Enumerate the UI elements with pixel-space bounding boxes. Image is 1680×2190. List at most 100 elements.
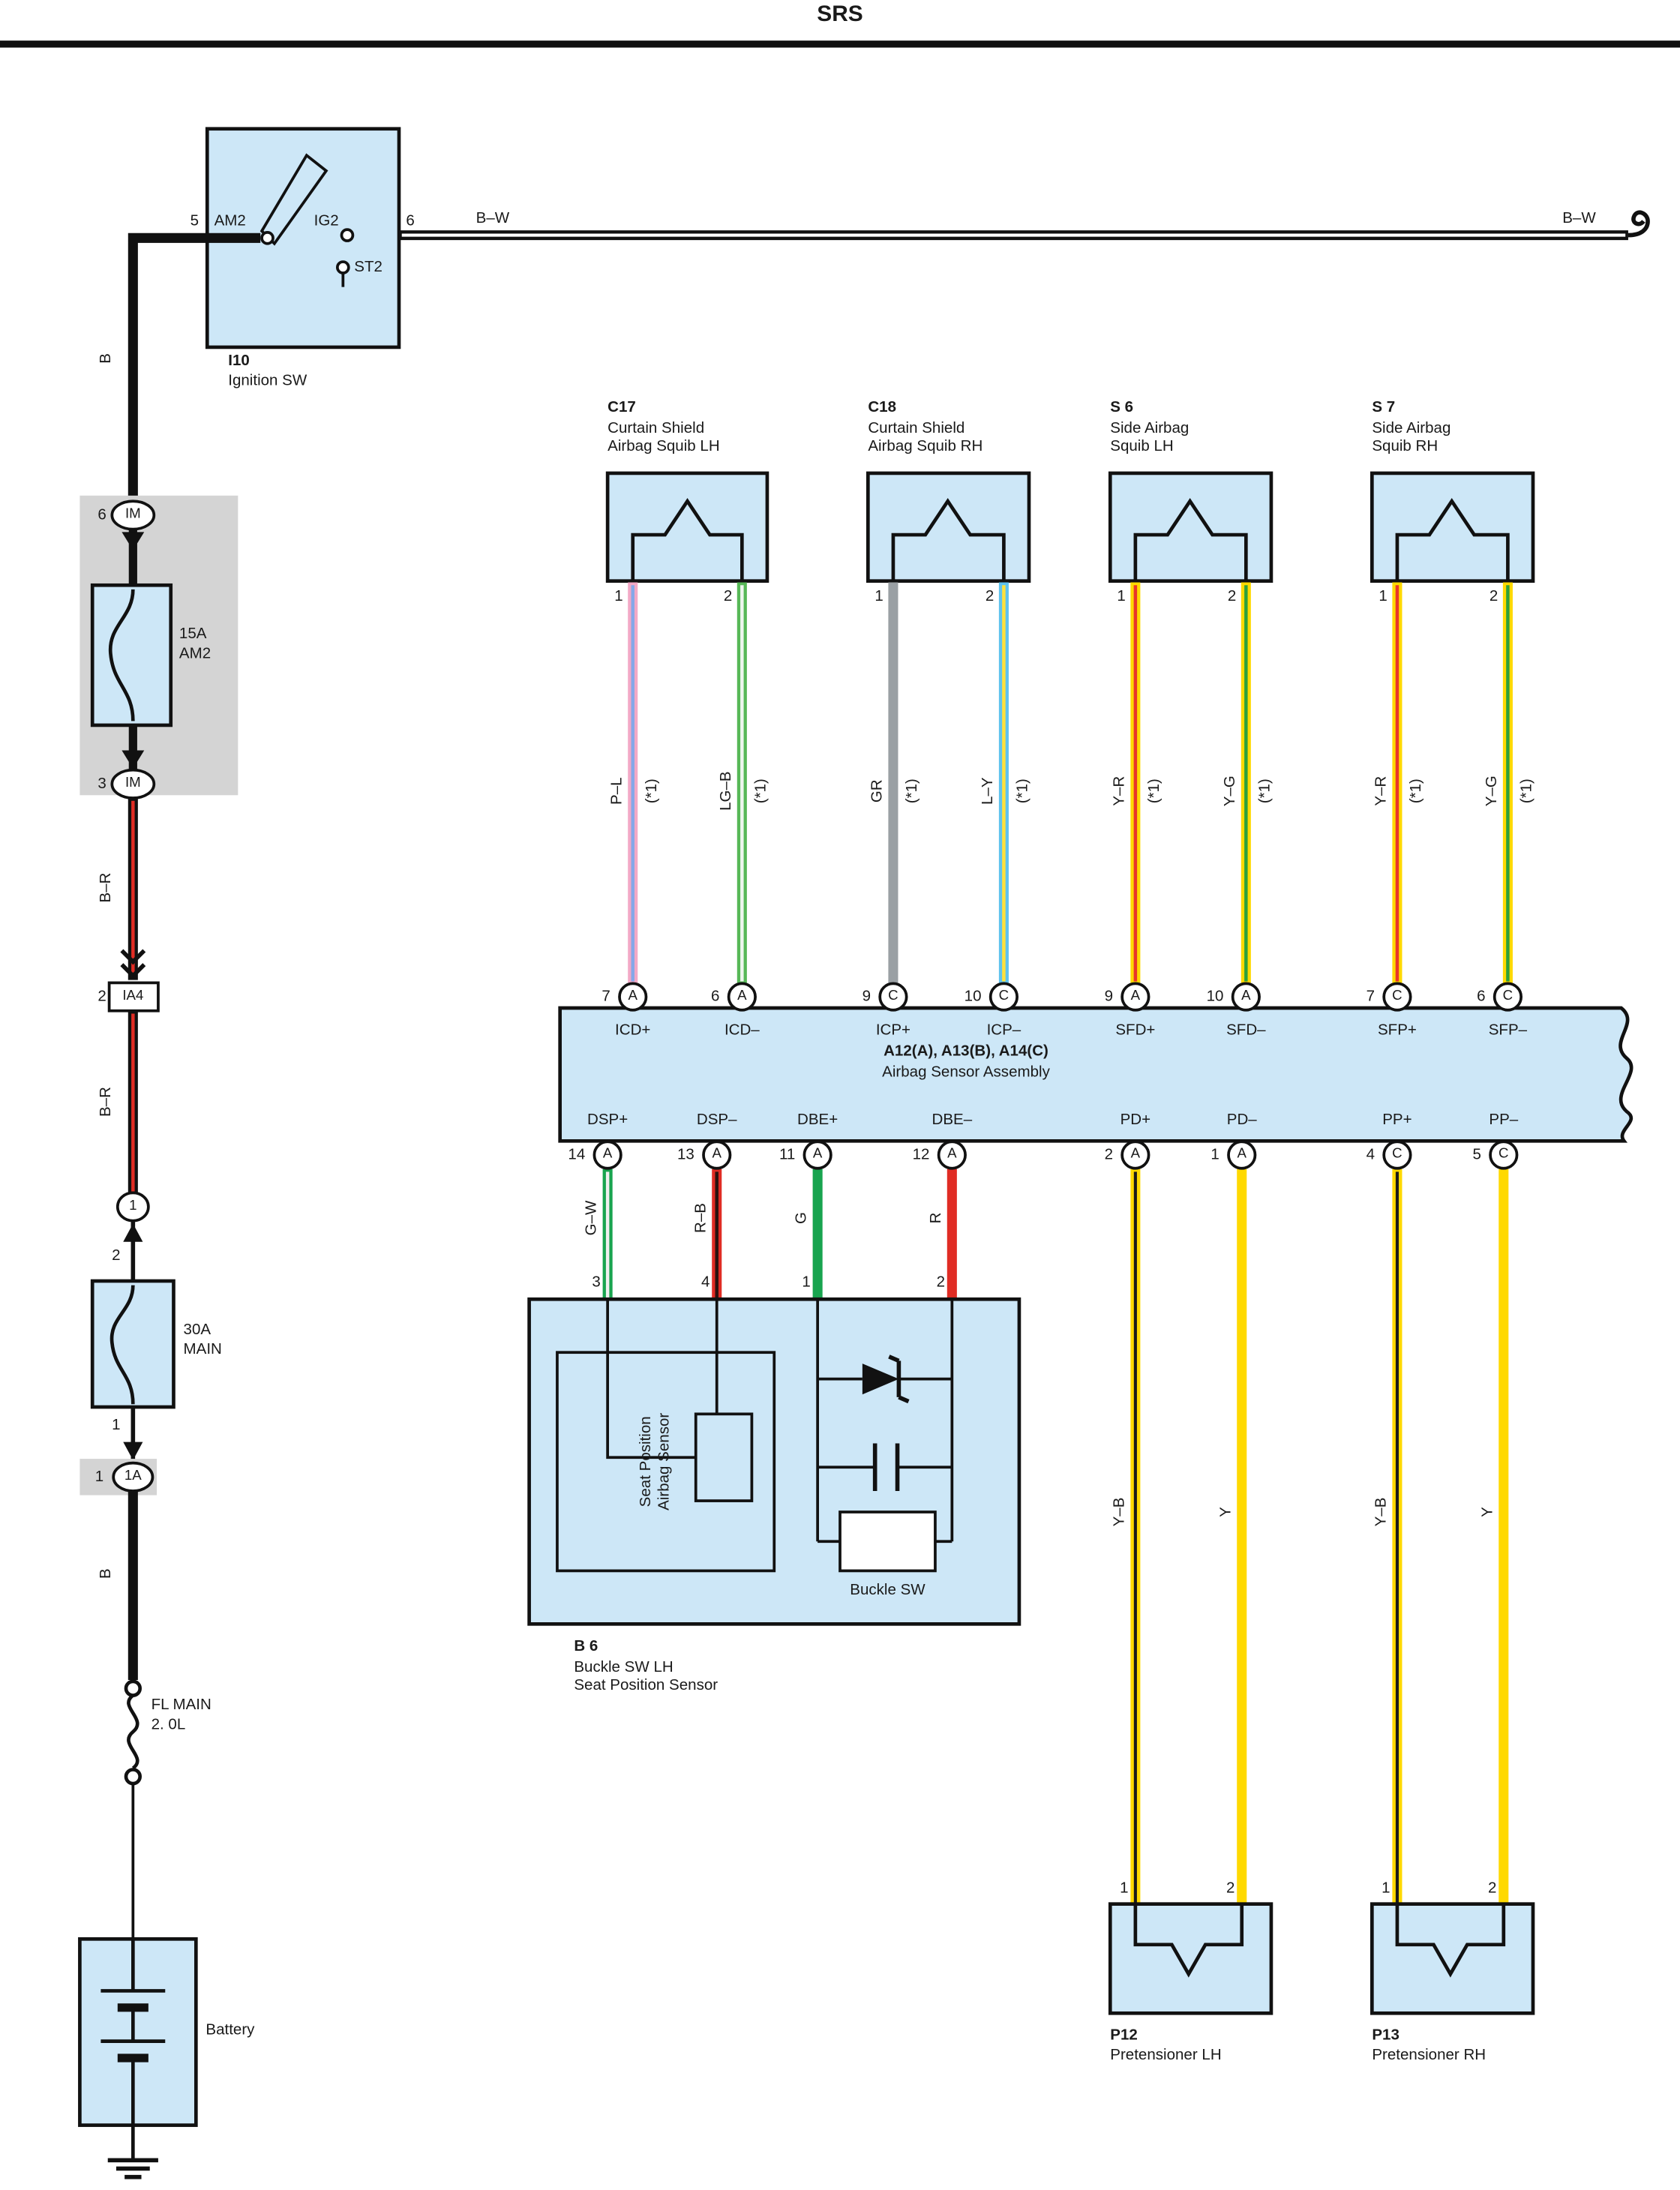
connector-ia4 <box>107 981 160 1012</box>
fusible-link-name: FL MAIN <box>151 1696 212 1714</box>
component-name: Side Airbag <box>1372 420 1451 437</box>
component-name: Squib LH <box>1110 438 1174 455</box>
arrow-icon <box>122 532 145 550</box>
label-line: Seat Position <box>638 1416 655 1508</box>
signal-label: ICD+ <box>615 1022 651 1040</box>
wire-color-label: Y–R <box>1372 776 1390 806</box>
signal-label: DSP– <box>696 1112 737 1129</box>
pin-number: 10 <box>964 988 982 1006</box>
battery-feed-rail <box>78 495 238 2180</box>
pin-number: 6 <box>1477 988 1486 1006</box>
wire-color-label: G–W <box>583 1200 601 1236</box>
signal-label: DBE+ <box>797 1112 838 1129</box>
signal-label: DSP+ <box>587 1112 628 1129</box>
fuse-rating: 15A <box>178 626 207 643</box>
signal-label: PP– <box>1489 1112 1519 1129</box>
terminal-label-am2: AM2 <box>214 212 246 230</box>
fuse-icon <box>108 589 135 722</box>
wire-color-label: GR <box>868 779 886 803</box>
signal-label: PP+ <box>1382 1112 1412 1129</box>
component-id: P12 <box>1110 2026 1138 2044</box>
connector-letter: A <box>1237 1146 1246 1162</box>
squib-icon <box>891 498 1006 581</box>
wire-color-label: B–W <box>476 210 510 227</box>
fuse-name: MAIN <box>183 1341 222 1358</box>
connector-letter: A <box>712 1146 722 1162</box>
pin-number: 1 <box>802 1274 811 1292</box>
pin-number: 7 <box>602 988 610 1006</box>
assembly-top-connectors <box>618 982 1523 1012</box>
connector-letter: A <box>947 1146 957 1162</box>
connector-letter: A <box>812 1146 823 1162</box>
component-name: Pretensioner RH <box>1372 2047 1486 2064</box>
pin-number: 1 <box>874 588 884 605</box>
connector-label: IM <box>124 776 141 791</box>
wire-end-curl-icon <box>1628 210 1650 238</box>
b6-box <box>527 1297 1022 1626</box>
arrow-icon <box>122 750 145 769</box>
wire-color-label: B <box>98 353 115 364</box>
wire-note: (*1) <box>1256 778 1274 804</box>
pin-number: 1 <box>614 588 623 605</box>
pin-number: 4 <box>700 1274 710 1292</box>
squib-s6-box <box>1108 471 1274 584</box>
battery-box <box>78 1937 198 2127</box>
component-id: C17 <box>608 399 636 416</box>
connector-letter: A <box>602 1146 613 1162</box>
squib-c18-box <box>866 471 1031 584</box>
battery-label: Battery <box>206 2021 255 2038</box>
pin-number: 9 <box>862 988 872 1006</box>
signal-label: SFD– <box>1226 1022 1266 1040</box>
pin-number: 2 <box>1489 588 1498 605</box>
component-name: Curtain Shield <box>608 420 705 437</box>
pin-number: 4 <box>1366 1146 1376 1164</box>
signal-label: SFP+ <box>1377 1022 1417 1040</box>
component-name: Squib RH <box>1372 438 1438 455</box>
wire-color-label: Y–B <box>1111 1497 1129 1527</box>
component-id: P13 <box>1372 2026 1400 2044</box>
connector-letter: C <box>998 988 1010 1004</box>
assembly-subtitle: Airbag Sensor Assembly <box>882 1064 1050 1082</box>
wire-color-label: Y <box>1479 1507 1497 1517</box>
wire-note: (*1) <box>752 778 770 804</box>
component-name: Airbag Squib RH <box>868 438 983 455</box>
pin-number: 6 <box>98 506 106 524</box>
wire-note: (*1) <box>1146 778 1163 804</box>
component-id: S 6 <box>1110 399 1134 416</box>
component-name: Curtain Shield <box>868 420 965 437</box>
connector-letter: A <box>1130 988 1141 1004</box>
terminal-label-ig2: IG2 <box>314 212 339 230</box>
fusible-link-icon <box>124 1679 142 1786</box>
component-id: I10 <box>228 352 250 370</box>
signal-label: ICD– <box>724 1022 760 1040</box>
pin-number: 1 <box>1382 1880 1390 1898</box>
pin-number: 7 <box>1366 988 1376 1006</box>
connector-letter: C <box>888 988 898 1004</box>
pin-number: 1 <box>1210 1146 1220 1164</box>
wire-color-label: P–L <box>608 777 626 805</box>
squib-icon <box>1133 498 1248 581</box>
wire-color-label: G <box>793 1212 811 1224</box>
connector-label: IM <box>124 506 141 523</box>
component-name: Buckle SW LH <box>574 1659 674 1676</box>
terminal-label-st2: ST2 <box>354 259 382 276</box>
component-id: B 6 <box>574 1638 598 1655</box>
pin-number: 3 <box>592 1274 601 1292</box>
component-name: Airbag Squib LH <box>608 438 720 455</box>
seat-position-sensor-label: Seat Position Airbag Sensor <box>638 1413 673 1510</box>
wire-note: (*1) <box>1014 778 1032 804</box>
component-name: Side Airbag <box>1110 420 1190 437</box>
fuse-30a-box <box>90 1279 176 1409</box>
pin-number: 1 <box>1120 1880 1129 1898</box>
wire-color-label: Y–R <box>1111 776 1129 806</box>
wire-color-label: B–R <box>98 872 115 903</box>
connector-letter: C <box>1498 1146 1509 1162</box>
pin-number: 2 <box>723 588 733 605</box>
wire-bw-top <box>352 210 1650 241</box>
squib-wires <box>628 582 1513 985</box>
component-name: Seat Position Sensor <box>574 1677 718 1694</box>
connector-label: IA4 <box>122 988 144 1004</box>
arrow-icon <box>123 1223 143 1242</box>
connector-letter: A <box>1130 1146 1141 1162</box>
